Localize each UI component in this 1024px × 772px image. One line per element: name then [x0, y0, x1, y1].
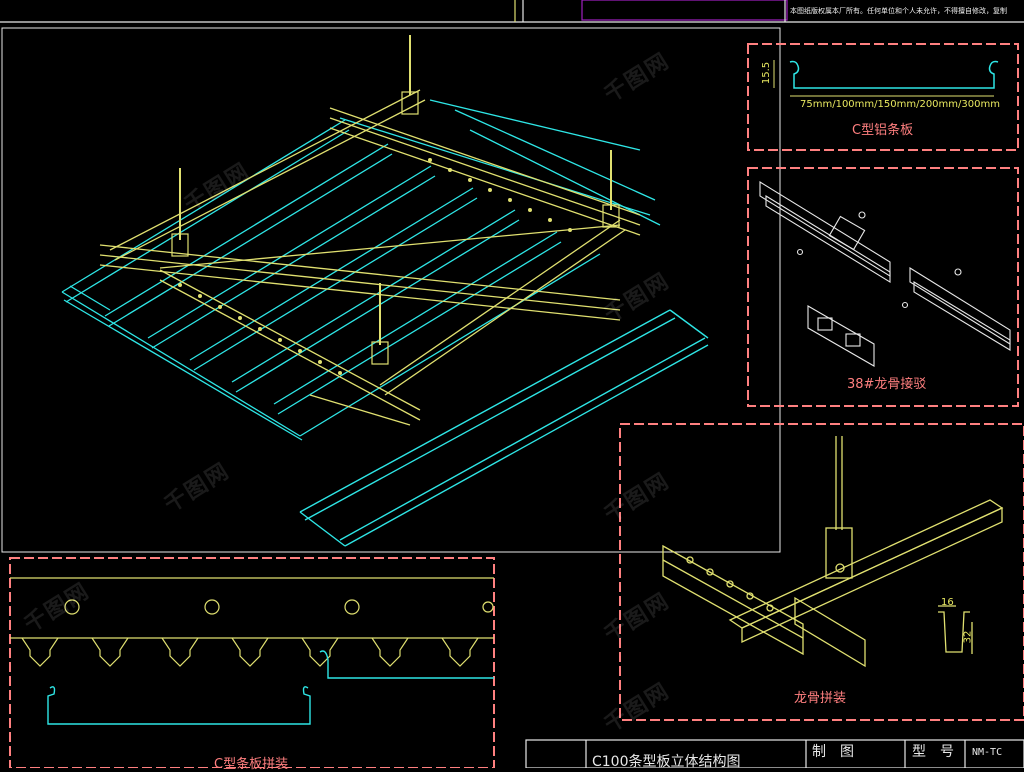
c-panel-widths-dim: 75mm/100mm/150mm/200mm/300mm: [800, 99, 1000, 110]
main-carrier-rails: [99, 89, 641, 426]
clip-carrier-rail: [10, 577, 494, 667]
detail-splice-frame: [747, 167, 1019, 407]
detail-assembly-frame: [619, 423, 1024, 721]
c-panel-dimensions: [773, 60, 994, 97]
splice-components: [759, 181, 1011, 367]
main-viewport-frame: [1, 27, 781, 553]
model-label: 型 号: [912, 744, 954, 760]
hanger-clips: [171, 91, 620, 365]
top-border-strip: [0, 0, 1024, 23]
detail-clip-frame: [9, 557, 495, 768]
loose-c-strip: [299, 309, 709, 547]
title-block-frame: [525, 739, 1024, 768]
splice-label: 38#龙骨接驳: [847, 377, 927, 392]
assembly-dim-width: 16: [941, 597, 954, 608]
ceiling-isometric-view: [61, 35, 709, 547]
c-panel-label: C型铝条板: [852, 123, 914, 138]
rail-hole-pattern: [178, 158, 572, 375]
c-panel-height-dim: 15.5: [761, 61, 773, 85]
detail-c-panel-frame: [747, 43, 1019, 151]
model-value: NM-TC: [972, 747, 1003, 758]
copyright-note: 本图纸版权属本厂所有。任何单位和个人未允许，不得擅自修改，复制: [790, 7, 1007, 15]
clip-assembly-label: C型条板拼装: [214, 757, 289, 772]
hanger-rods: [179, 35, 612, 345]
drawing-title: C100条型板立体结构图: [592, 754, 741, 770]
assembly-label: 龙骨拼装: [794, 691, 847, 706]
clip-c-panels: [47, 650, 494, 725]
c-panel-profile: [789, 60, 999, 89]
assembly-dim-height: 32: [962, 630, 974, 644]
drawn-by-label: 制 图: [812, 744, 854, 760]
c-strip-panels: [61, 99, 661, 441]
assembly-components: [662, 436, 1004, 668]
